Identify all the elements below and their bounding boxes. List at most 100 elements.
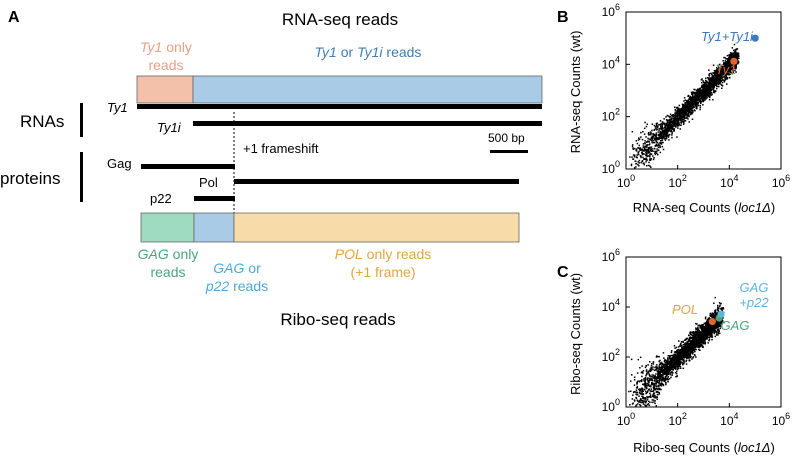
- gene-point: [671, 350, 673, 352]
- gene-point: [716, 324, 719, 326]
- gene-point: [697, 91, 699, 93]
- gene-point: [645, 125, 648, 128]
- gene-point: [652, 141, 654, 144]
- gene-point: [690, 105, 693, 108]
- gene-point: [694, 337, 697, 339]
- gene-point: [684, 106, 687, 109]
- gene-point: [733, 49, 735, 52]
- gene-point: [706, 86, 709, 88]
- gene-point: [714, 316, 716, 318]
- gene-point: [682, 113, 684, 115]
- gene-point: [648, 161, 650, 164]
- gene-point: [688, 97, 691, 99]
- gag-only-label: GAG only reads: [138, 246, 199, 280]
- gene-point: [724, 79, 726, 81]
- gene-point: [667, 360, 669, 363]
- gene-point: [689, 109, 691, 112]
- gene-point: [657, 372, 660, 375]
- gene-point: [679, 113, 681, 115]
- gene-point: [734, 53, 737, 56]
- gene-point: [677, 110, 679, 112]
- gene-point: [650, 146, 653, 148]
- gene-point: [704, 82, 707, 84]
- gene-point: [645, 370, 648, 372]
- gene-point: [708, 69, 710, 71]
- gene-point: [643, 162, 645, 164]
- gene-point: [688, 338, 691, 341]
- gene-point: [658, 379, 661, 381]
- gene-point: [729, 68, 731, 70]
- gene-point: [657, 153, 659, 156]
- gene-point: [650, 383, 653, 386]
- gene-point: [670, 357, 672, 360]
- gene-point: [708, 339, 711, 341]
- gene-point: [726, 66, 728, 69]
- gene-point: [648, 150, 650, 153]
- gene-point: [676, 364, 678, 366]
- gene-point: [651, 129, 653, 132]
- gene-point: [684, 342, 686, 344]
- gene-point: [716, 70, 719, 72]
- gene-point: [695, 89, 698, 91]
- gene-point: [683, 359, 685, 362]
- gene-point: [659, 137, 661, 139]
- gene-point: [729, 54, 732, 56]
- gene-point: [653, 401, 655, 403]
- gene-point: [665, 137, 667, 140]
- gene-point: [632, 158, 634, 160]
- gene-point: [697, 102, 699, 104]
- gene-point: [690, 91, 693, 94]
- gene-point: [704, 316, 707, 318]
- gene-point: [735, 56, 738, 58]
- gene-point: [728, 54, 730, 56]
- gene-point: [704, 94, 707, 97]
- gene-point: [655, 389, 657, 391]
- gene-point: [708, 93, 710, 96]
- gene-point: [644, 379, 647, 381]
- gene-point: [696, 107, 698, 109]
- rnas-label: RNAs: [20, 112, 64, 131]
- gene-point: [649, 390, 652, 392]
- gene-point: [720, 320, 723, 322]
- gene-point: [719, 74, 721, 77]
- gene-point: [713, 81, 716, 83]
- gene-point: [712, 75, 714, 77]
- gene-point: [658, 366, 661, 368]
- gene-point: [667, 371, 669, 373]
- gene-point: [639, 393, 642, 395]
- gene-point: [662, 148, 665, 151]
- gene-point: [702, 83, 704, 86]
- gene-point: [647, 140, 650, 143]
- gene-point: [648, 383, 650, 385]
- gene-point: [648, 144, 650, 146]
- gene-point: [649, 370, 652, 373]
- gene-point: [695, 346, 698, 348]
- gene-point: [682, 108, 685, 111]
- gene-point: [708, 92, 710, 94]
- gene-point: [705, 79, 707, 82]
- gene-point: [696, 335, 698, 337]
- gene-point: [724, 65, 727, 68]
- gene-point: [686, 348, 689, 350]
- gene-point: [645, 401, 647, 404]
- gene-point: [641, 389, 644, 391]
- gene-point: [697, 332, 699, 334]
- gene-point: [639, 391, 641, 394]
- gene-point: [737, 55, 740, 57]
- gene-point: [635, 397, 638, 400]
- gene-point: [700, 341, 702, 343]
- gene-point: [649, 158, 651, 160]
- gene-point: [637, 147, 639, 149]
- gene-point: [640, 148, 643, 150]
- gene-point: [688, 342, 691, 345]
- gene-point: [660, 133, 662, 135]
- plot-frame-b: [625, 11, 782, 170]
- gene-point: [650, 139, 653, 141]
- gene-point: [721, 64, 723, 67]
- gene-point: [659, 124, 661, 126]
- gene-point: [680, 362, 683, 364]
- gene-point: [704, 317, 707, 320]
- gene-point: [637, 161, 639, 163]
- gene-point: [729, 67, 731, 69]
- gene-point: [687, 348, 690, 351]
